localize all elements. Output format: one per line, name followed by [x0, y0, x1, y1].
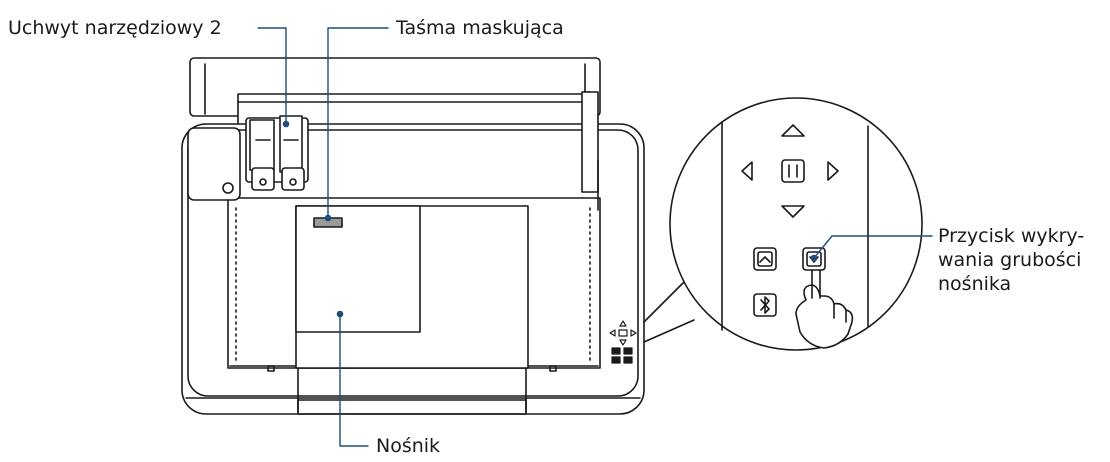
zoom-cone-lower: [643, 319, 695, 343]
callout-thickness-line1: Przycisk wykry-: [938, 225, 1085, 247]
load-media-icon: [753, 247, 777, 271]
callout-thickness-line3: nośnika: [938, 273, 1012, 295]
callout-thickness-line2: wania grubości: [938, 249, 1082, 271]
triangle-down-icon: [781, 205, 805, 218]
pause-icon: [781, 159, 805, 183]
triangle-up-icon: [781, 124, 805, 137]
triangle-right-icon: [827, 161, 839, 181]
control-panel-small: [609, 320, 637, 364]
bluetooth-icon: [753, 293, 777, 317]
callout-masking-tape: Taśma maskująca: [396, 17, 564, 39]
leader-lines: [257, 27, 933, 447]
tool-carriage: [245, 115, 309, 191]
callout-tool-holder-2: Uchwyt narzędziowy 2: [8, 17, 222, 39]
zoom-circle: [669, 97, 923, 351]
zoom-cone-upper: [643, 279, 687, 323]
triangle-left-icon: [741, 161, 753, 181]
callout-thickness-button: Przycisk wykry- wania grubości nośnika: [938, 224, 1108, 296]
callout-media: Nośnik: [376, 435, 441, 457]
